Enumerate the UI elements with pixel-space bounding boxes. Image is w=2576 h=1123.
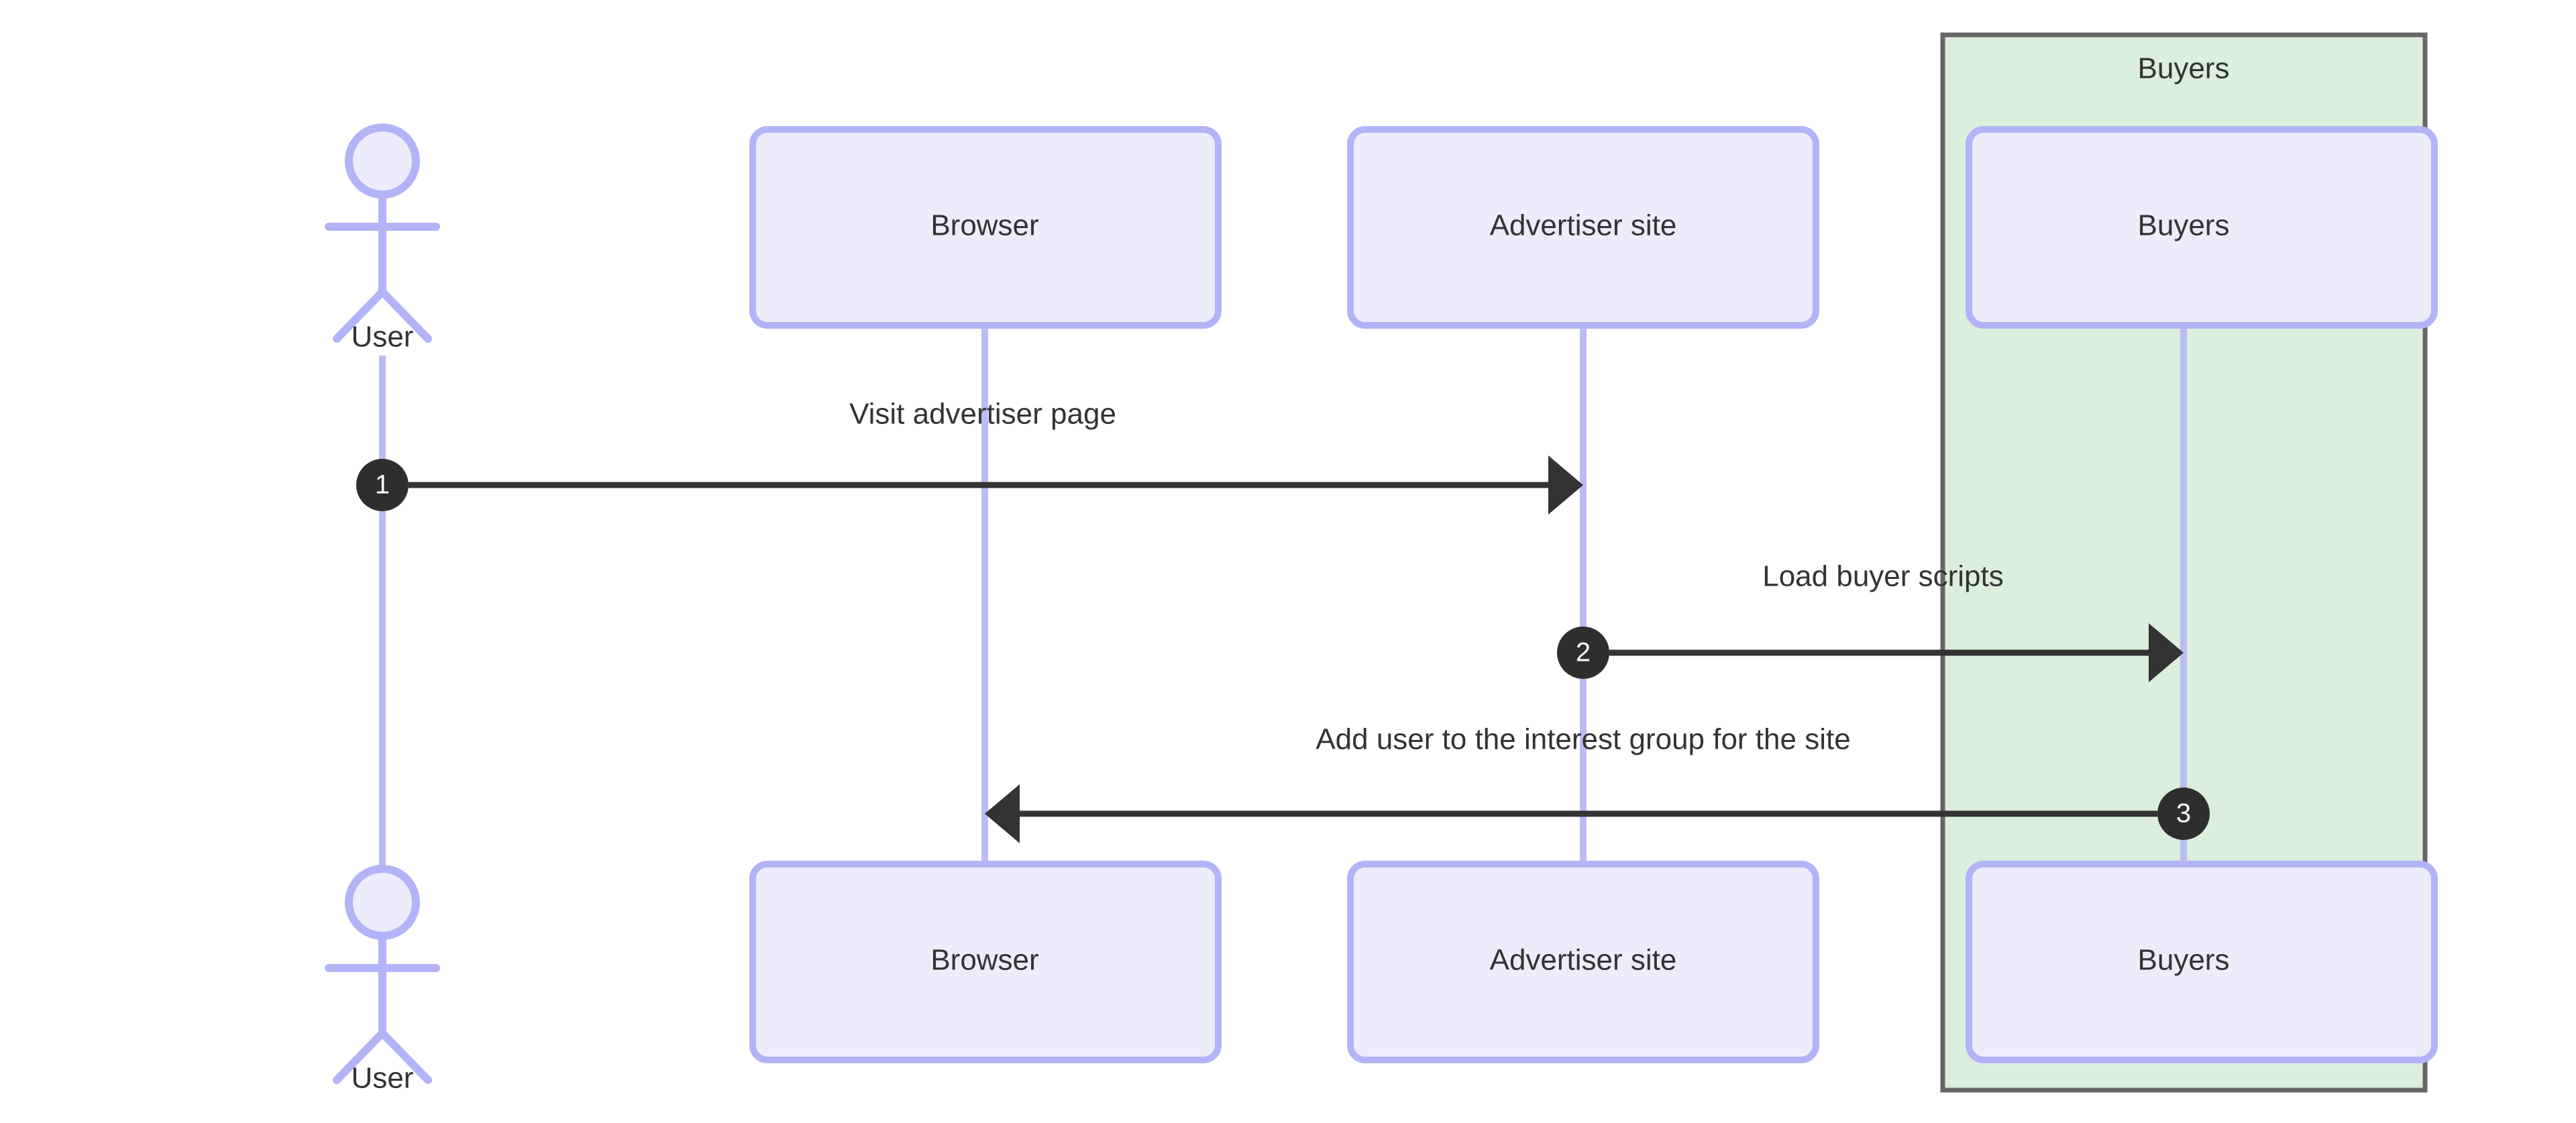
actor-head-icon <box>345 123 420 199</box>
participant-label-buyers-bottom: Buyers <box>2138 944 2230 977</box>
participant-box-buyers-top[interactable]: Buyers <box>1966 126 2438 329</box>
participant-box-rect <box>749 126 1222 329</box>
message-sequence-number-2: 2 <box>1576 638 1591 667</box>
participant-box-buyers-bottom[interactable]: Buyers <box>1966 861 2438 1063</box>
actor-label-user-bottom: User <box>352 1062 414 1095</box>
message-1[interactable]: Visit advertiser page 1 <box>356 398 1583 515</box>
participant-box-rect <box>1347 861 1819 1063</box>
message-sequence-number-1: 1 <box>375 470 390 500</box>
message-label-1: Visit advertiser page <box>849 398 1116 431</box>
message-2[interactable]: Load buyer scripts 2 <box>1557 560 2184 682</box>
lifelines <box>379 325 2187 869</box>
message-sequence-number-3: 3 <box>2176 799 2191 828</box>
message-3[interactable]: Add user to the interest group for the s… <box>985 723 2210 843</box>
participant-label-advertiser-site-top: Advertiser site <box>1490 209 1677 242</box>
participant-label-advertiser-site-bottom: Advertiser site <box>1490 944 1677 977</box>
participant-box-browser-top[interactable]: Browser <box>749 126 1222 329</box>
participant-label-browser-top: Browser <box>930 209 1038 242</box>
message-arrowhead-2 <box>2149 623 2184 682</box>
participant-box-rect <box>1966 861 2438 1063</box>
actor-left-leg-icon <box>333 288 386 343</box>
actor-left-leg-icon <box>333 1029 386 1084</box>
message-sequence-marker-1 <box>356 459 409 511</box>
actor-label-user-top: User <box>352 321 414 354</box>
actor-user-bottom[interactable]: User <box>325 865 440 1095</box>
participant-box-rect <box>1347 126 1819 329</box>
participant-box-rect <box>1966 126 2438 329</box>
group-box-label: Buyers <box>2138 52 2230 85</box>
participant-label-browser-bottom: Browser <box>930 944 1038 977</box>
participant-box-browser-bottom[interactable]: Browser <box>749 861 1222 1063</box>
participant-box-advertiser-site-bottom[interactable]: Advertiser site <box>1347 861 1819 1063</box>
participant-box-advertiser-site-top[interactable]: Advertiser site <box>1347 126 1819 329</box>
message-sequence-marker-3 <box>2157 788 2210 840</box>
actor-user-top[interactable]: User <box>325 123 440 354</box>
actor-head-icon <box>345 865 420 940</box>
actor-right-leg-icon <box>378 1029 432 1084</box>
participant-box-rect <box>749 861 1222 1063</box>
message-arrowhead-1 <box>1548 456 1583 515</box>
message-label-3: Add user to the interest group for the s… <box>1316 723 1850 756</box>
participant-label-buyers-top: Buyers <box>2138 209 2230 242</box>
message-sequence-marker-2 <box>1557 627 1609 679</box>
message-label-2: Load buyer scripts <box>1762 560 2004 593</box>
actor-right-leg-icon <box>378 288 432 343</box>
message-arrowhead-3 <box>985 784 1020 843</box>
